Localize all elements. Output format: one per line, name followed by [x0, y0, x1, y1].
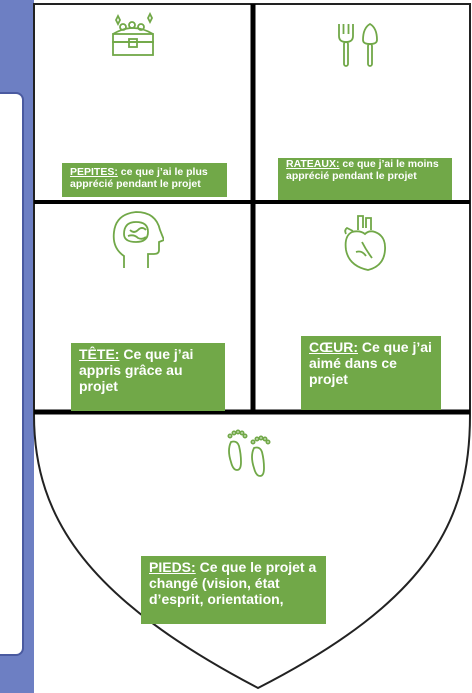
pieds-text: Ce que le projet a changé (vision, état …	[149, 559, 317, 608]
coeur-keyword: CŒUR:	[309, 339, 358, 355]
rateaux-text: ce que j’ai le moins apprécié pendant le…	[286, 158, 439, 183]
footprints-icon	[227, 429, 271, 477]
side-panel	[0, 92, 24, 656]
tete-keyword: TÊTE:	[79, 346, 120, 362]
garden-tools-icon	[338, 22, 378, 67]
brain-head-icon	[112, 211, 164, 268]
pepites-label: PEPITES: ce que j’ai le plus apprécié pe…	[62, 163, 227, 197]
rateaux-label: RATEAUX: ce que j’ai le moins apprécié p…	[278, 158, 452, 200]
treasure-chest-icon	[112, 12, 154, 56]
coeur-text: Ce que j’ai aimé dans ce projet	[309, 339, 432, 388]
pieds-label: PIEDS: Ce que le projet a changé (vision…	[141, 556, 326, 624]
pieds-keyword: PIEDS:	[149, 559, 196, 575]
rateaux-keyword: RATEAUX:	[286, 158, 340, 170]
pepites-text: ce que j’ai le plus apprécié pendant le …	[70, 166, 208, 191]
pepites-keyword: PEPITES:	[70, 166, 118, 178]
tete-label: TÊTE: Ce que j’ai appris grâce au projet	[71, 343, 225, 411]
tete-text: Ce que j’ai appris grâce au projet	[79, 346, 194, 395]
anatomical-heart-icon	[344, 215, 386, 271]
coeur-label: CŒUR: Ce que j’ai aimé dans ce projet	[301, 336, 441, 410]
